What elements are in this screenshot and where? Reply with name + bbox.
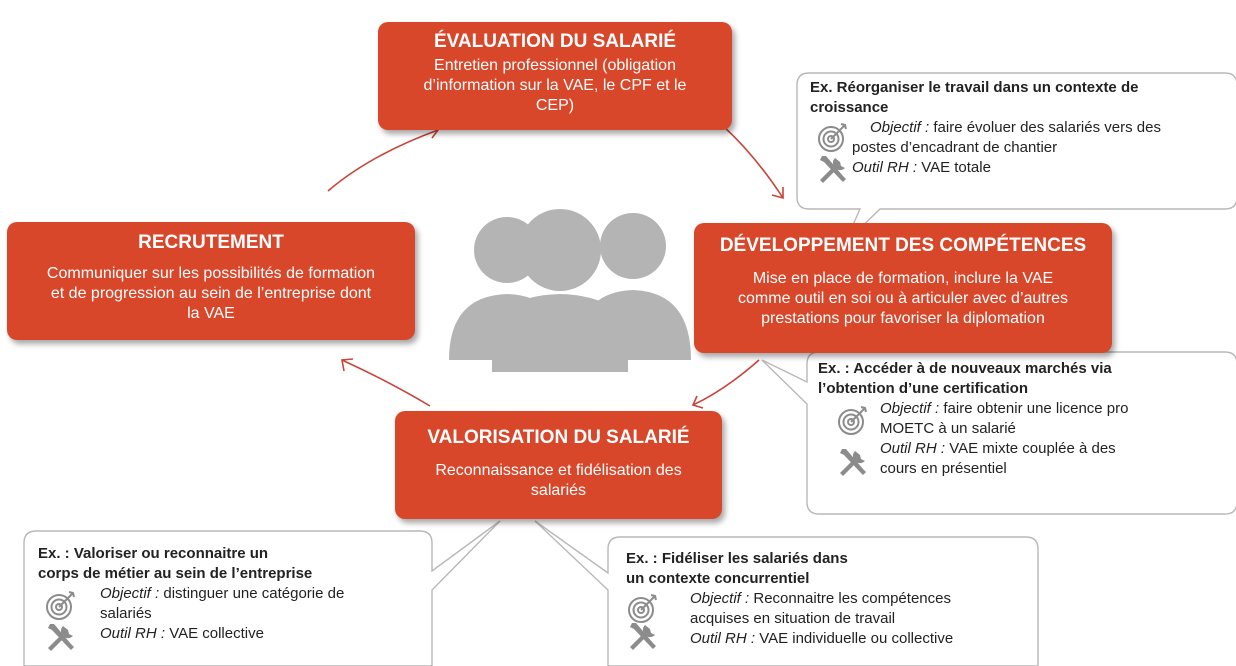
- objectif-text-2: salariés: [100, 605, 152, 622]
- outil-text-1: VAE collective: [169, 625, 264, 642]
- tools-icon: [48, 624, 74, 651]
- arrow-recrutement-to-evaluation: [327, 129, 439, 192]
- outil-text-1: VAE mixte couplée à des: [949, 440, 1116, 457]
- developpement-line-2: comme outil en soi ou à articuler avec d…: [738, 290, 1068, 307]
- callout-marches-head-1: Ex. : Accéder à de nouveaux marchés via: [818, 360, 1112, 377]
- callout-fideliser: Ex. : Fidéliser les salariés dans un con…: [626, 549, 1036, 650]
- objectif-label: Objectif :: [870, 119, 930, 136]
- objectif-text-2: postes d’encadrant de chantier: [852, 139, 1058, 156]
- objectif-label: Objectif :: [880, 400, 940, 417]
- callout-valoriser: Ex. : Valoriser ou reconnaitre un corps …: [38, 544, 428, 651]
- evaluation-line-1: Entretien professionnel (obligation: [434, 57, 676, 74]
- callout-fideliser-head-2: un contexte concurrentiel: [626, 570, 810, 587]
- callout-valoriser-head-1: Ex. : Valoriser ou reconnaitre un: [38, 545, 269, 562]
- objectif-text-1: distinguer une catégorie de: [163, 585, 345, 602]
- callout-reorganiser-head-2: croissance: [810, 99, 889, 116]
- outil-text-1: VAE individuelle ou collective: [759, 630, 954, 647]
- developpement-line-3: prestations pour favoriser la diplomatio…: [761, 310, 1045, 327]
- outil-label: Outil RH :: [880, 440, 946, 457]
- outil-label: Outil RH :: [852, 159, 918, 176]
- outil-label: Outil RH :: [690, 630, 756, 647]
- evaluation-line-3: CEP): [535, 97, 575, 114]
- callout-reorganiser: Ex. Réorganiser le travail dans un conte…: [810, 78, 1230, 183]
- tools-icon: [820, 156, 846, 183]
- callout-valoriser-head-2: corps de métier au sein de l’entreprise: [38, 565, 313, 582]
- outil-label: Outil RH :: [100, 625, 166, 642]
- callout-marches-head-2: l’obtention d’une certification: [818, 380, 1028, 397]
- valorisation-title: VALORISATION DU SALARIÉ: [427, 427, 690, 448]
- recrutement-line-2: et de progression au sein de l’entrepris…: [50, 285, 372, 302]
- arrow-developpement-to-valorisation: [692, 359, 760, 406]
- valorisation-line-2: salariés: [530, 482, 587, 499]
- developpement-box: DÉVELOPPEMENT DES COMPÉTENCES Mise en pl…: [694, 223, 1112, 353]
- cycle-arrows: [327, 124, 784, 409]
- recrutement-line-1: Communiquer sur les possibilités de form…: [46, 265, 376, 282]
- objectif-text-1: Reconnaitre les compétences: [753, 590, 951, 607]
- target-icon: [628, 594, 657, 623]
- objectif-text-1: faire évoluer des salariés vers des: [933, 119, 1161, 136]
- target-icon: [46, 591, 75, 620]
- outil-text-1: VAE totale: [921, 159, 991, 176]
- arrow-evaluation-to-developpement: [721, 124, 784, 199]
- callout-marches-outline: [761, 351, 1236, 515]
- target-icon: [818, 123, 847, 152]
- callout-reorganiser-head-1: Ex. Réorganiser le travail dans un conte…: [810, 79, 1139, 96]
- callout-fideliser-outline: [534, 520, 1039, 666]
- callout-fideliser-head-1: Ex. : Fidéliser les salariés dans: [626, 550, 848, 567]
- tools-icon: [840, 449, 866, 476]
- developpement-line-1: Mise en place de formation, inclure la V…: [752, 270, 1054, 287]
- valorisation-line-1: Reconnaissance et fidélisation des: [435, 462, 682, 479]
- target-icon: [838, 406, 867, 435]
- objectif-text-2: acquises en situation de travail: [690, 610, 896, 627]
- evaluation-title: ÉVALUATION DU SALARIÉ: [433, 31, 677, 52]
- recrutement-box: RECRUTEMENT Communiquer sur les possibil…: [7, 222, 415, 340]
- valorisation-box: VALORISATION DU SALARIÉ Reconnaissance e…: [395, 411, 722, 519]
- people-group-icon: [449, 209, 691, 372]
- callout-marches: Ex. : Accéder à de nouveaux marchés via …: [818, 359, 1228, 479]
- evaluation-box: ÉVALUATION DU SALARIÉ Entretien professi…: [378, 22, 732, 130]
- outil-text-2: cours en présentiel: [880, 460, 1007, 477]
- objectif-label: Objectif :: [690, 590, 750, 607]
- evaluation-line-2: d’information sur la VAE, le CPF et le: [423, 77, 687, 94]
- objectif-text-2: MOETC à un salarié: [880, 420, 1016, 437]
- recrutement-line-3: la VAE: [187, 305, 235, 322]
- arrow-valorisation-to-recrutement: [341, 359, 431, 407]
- recrutement-title: RECRUTEMENT: [138, 232, 284, 253]
- developpement-title: DÉVELOPPEMENT DES COMPÉTENCES: [719, 235, 1087, 256]
- tools-icon: [630, 623, 656, 650]
- callout-valoriser-outline: [23, 520, 501, 666]
- objectif-label: Objectif :: [100, 585, 160, 602]
- callout-outlines: [23, 72, 1236, 666]
- objectif-text-1: faire obtenir une licence pro: [943, 400, 1129, 417]
